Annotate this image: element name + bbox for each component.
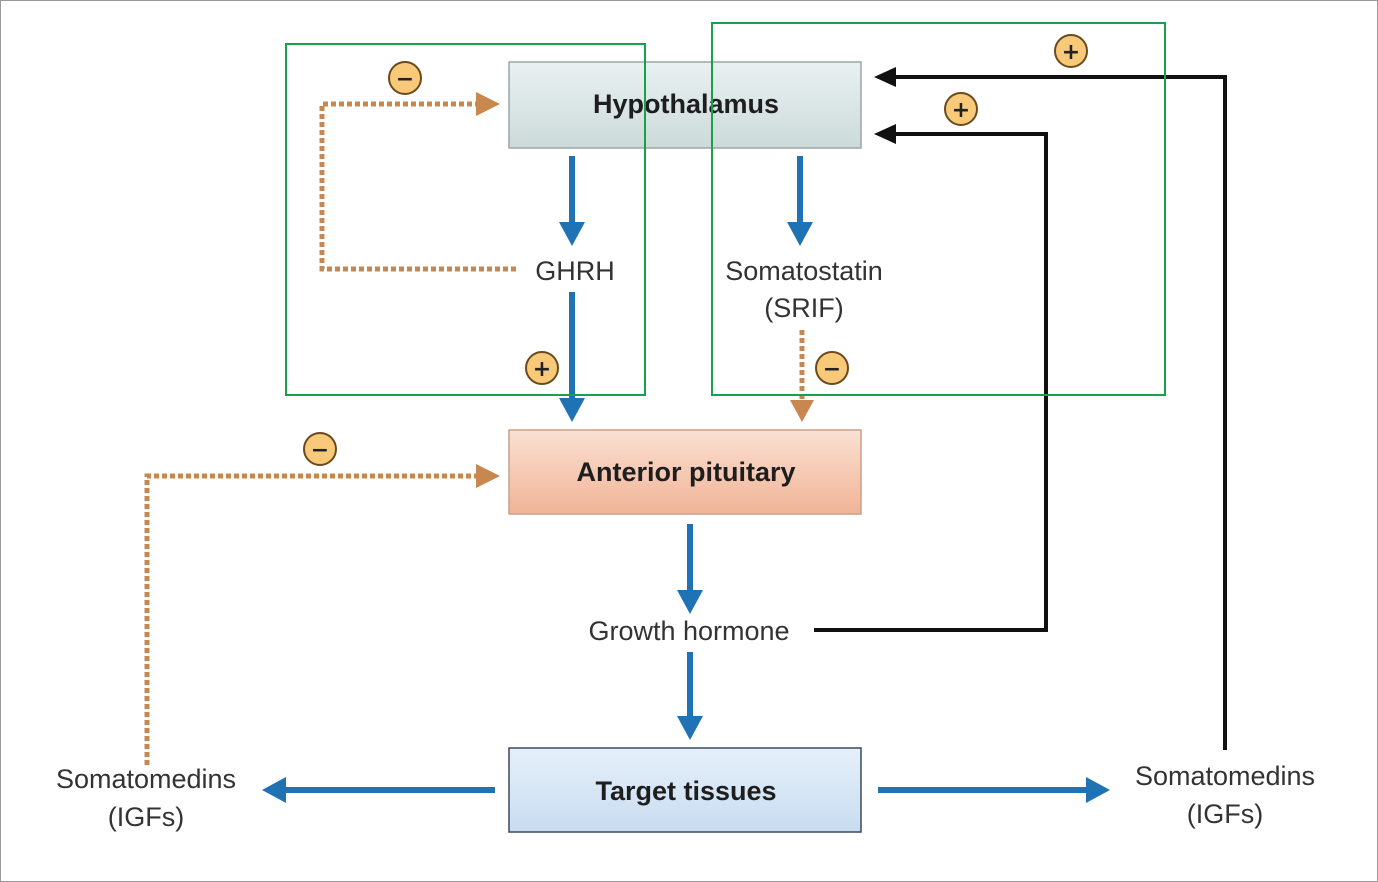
anterior-pituitary-label: Anterior pituitary bbox=[576, 457, 795, 487]
arrow-target-to-somatomedins-right bbox=[878, 777, 1110, 803]
svg-text:+: + bbox=[533, 357, 551, 382]
igfs-right-label: (IGFs) bbox=[1187, 799, 1263, 829]
target-tissues-box: Target tissues bbox=[508, 747, 862, 833]
growth-hormone-feedback bbox=[814, 132, 1048, 632]
arrow-ghrh-to-pituitary bbox=[559, 292, 585, 422]
arrow-hypothalamus-to-ghrh bbox=[559, 156, 585, 246]
somatomedins-right-label: Somatomedins bbox=[1135, 761, 1315, 791]
hypothalamus-label: Hypothalamus bbox=[593, 89, 779, 119]
ghrh-feedback-loop bbox=[319, 101, 516, 272]
target-tissues-label: Target tissues bbox=[595, 776, 776, 806]
highlight-box-ghrh bbox=[285, 43, 646, 396]
plus-badge: + bbox=[1054, 34, 1088, 68]
inhibitory-arrowheads bbox=[476, 92, 814, 488]
somatomedins-left-label: Somatomedins bbox=[56, 764, 236, 794]
svg-text:−: − bbox=[823, 357, 841, 382]
ghrh-label: GHRH bbox=[535, 256, 615, 286]
minus-badge: − bbox=[303, 432, 337, 466]
arrow-hypothalamus-to-somatostatin bbox=[787, 156, 813, 246]
arrow-growth-hormone-to-target bbox=[677, 652, 703, 740]
feedback-lines bbox=[814, 75, 1227, 750]
hypothalamus-box: Hypothalamus bbox=[508, 61, 862, 149]
somatostatin-label: Somatostatin bbox=[725, 256, 883, 286]
inhibitory-arrows bbox=[144, 101, 805, 765]
minus-badge: − bbox=[815, 351, 849, 385]
svg-text:−: − bbox=[396, 67, 414, 92]
highlight-boxes bbox=[285, 22, 1166, 396]
somatomedin-feedback-to-pituitary bbox=[144, 473, 478, 765]
highlight-box-somatostatin bbox=[711, 22, 1166, 396]
arrow-pituitary-to-growth-hormone bbox=[677, 524, 703, 614]
sign-badges: − + − − + + bbox=[303, 34, 1088, 466]
minus-badge: − bbox=[388, 61, 422, 95]
svg-text:−: − bbox=[311, 438, 329, 463]
plus-badge: + bbox=[944, 92, 978, 126]
arrow-target-to-somatomedins-left bbox=[262, 777, 495, 803]
igfs-left-label: (IGFs) bbox=[108, 802, 184, 832]
svg-text:+: + bbox=[952, 98, 970, 123]
growth-hormone-label: Growth hormone bbox=[588, 616, 789, 646]
somatomedin-feedback-to-hypothalamus bbox=[894, 75, 1227, 750]
srif-label: (SRIF) bbox=[764, 293, 843, 323]
svg-text:+: + bbox=[1062, 40, 1080, 65]
anterior-pituitary-box: Anterior pituitary bbox=[508, 429, 862, 515]
feedback-arrowheads bbox=[874, 67, 896, 144]
stimulatory-arrows bbox=[262, 156, 1110, 803]
plus-badge: + bbox=[525, 351, 559, 385]
